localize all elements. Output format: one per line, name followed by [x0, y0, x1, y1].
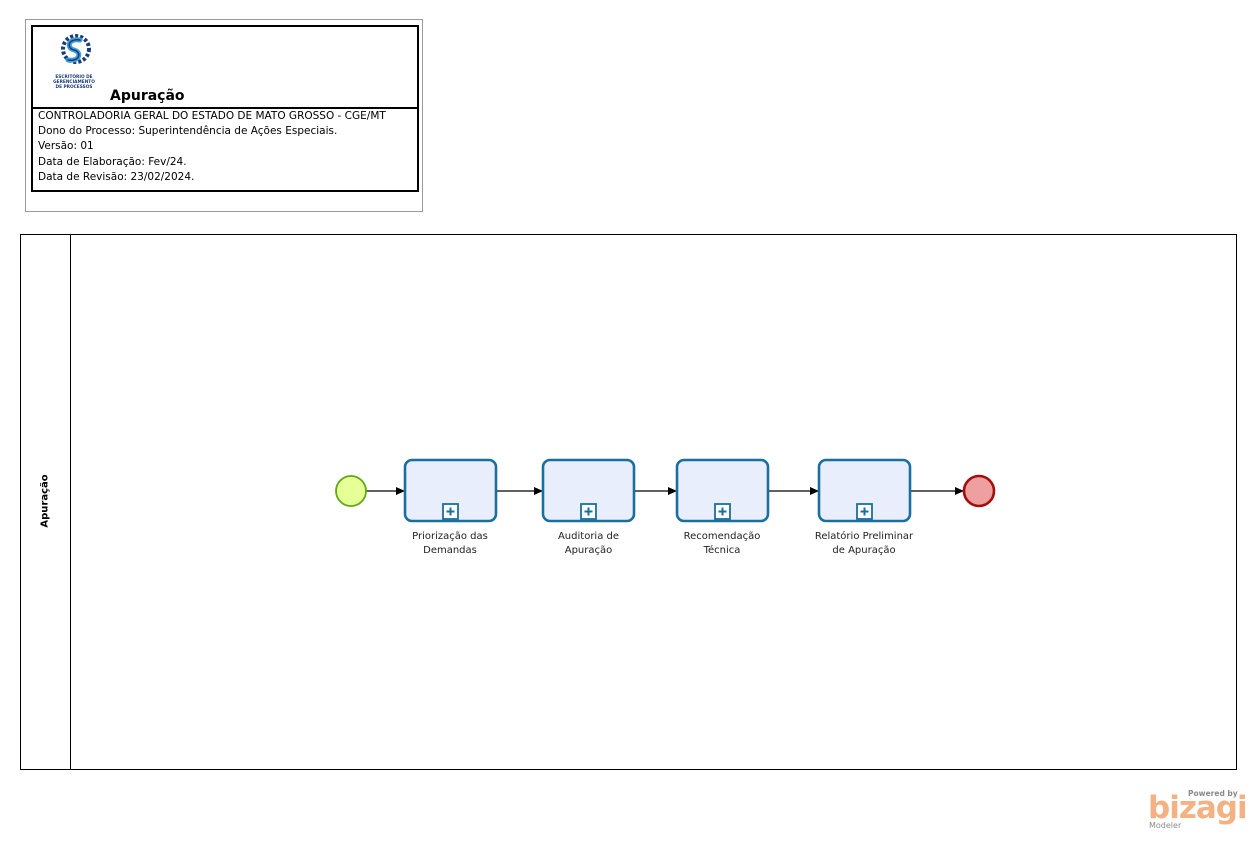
header-line-org: CONTROLADORIA GERAL DO ESTADO DE MATO GR… [38, 110, 386, 122]
task-label-3: Recomendação Técnica [683, 531, 761, 556]
watermark-product: Modeler [1149, 821, 1182, 830]
header-info: CONTROLADORIA GERAL DO ESTADO DE MATO GR… [38, 109, 386, 185]
header-title: Apuração [110, 88, 185, 104]
header-line-owner: Dono do Processo: Superintendência de Aç… [38, 125, 338, 138]
plus-square-icon[interactable] [856, 503, 873, 520]
header-line-created: Data de Elaboração: Fev/24. [38, 155, 187, 168]
pool [20, 234, 1237, 770]
header-line-version: Versão: 01 [38, 140, 94, 153]
logo-caption: ESCRITÓRIO DE GERENCIAMENTO DE PROCESSOS [53, 75, 95, 90]
header-line-revised: Data de Revisão: 23/02/2024. [38, 170, 195, 183]
watermark-brand-logo: bizagi [1148, 790, 1248, 826]
watermark-powered-by: Powered by [1188, 789, 1238, 798]
task-recomendacao-tecnica[interactable] [675, 458, 770, 523]
start-event[interactable] [335, 475, 367, 507]
task-auditoria-de-apuracao[interactable] [541, 458, 636, 523]
plus-square-icon[interactable] [714, 503, 731, 520]
lane-header-divider [70, 234, 71, 770]
plus-square-icon[interactable] [580, 503, 597, 520]
header-divider [31, 107, 419, 109]
task-label-1: Priorização das Demandas [412, 531, 488, 556]
task-priorizacao-das-demandas[interactable] [403, 458, 498, 523]
task-label-4: Relatório Preliminar de Apuração [814, 531, 914, 556]
end-event[interactable] [962, 474, 996, 508]
task-relatorio-preliminar-de-apuracao[interactable] [817, 458, 912, 523]
header-frame [25, 19, 423, 212]
task-label-2: Auditoria de Apuração [557, 531, 620, 556]
process-office-logo-icon [61, 34, 91, 64]
plus-square-icon[interactable] [442, 503, 459, 520]
